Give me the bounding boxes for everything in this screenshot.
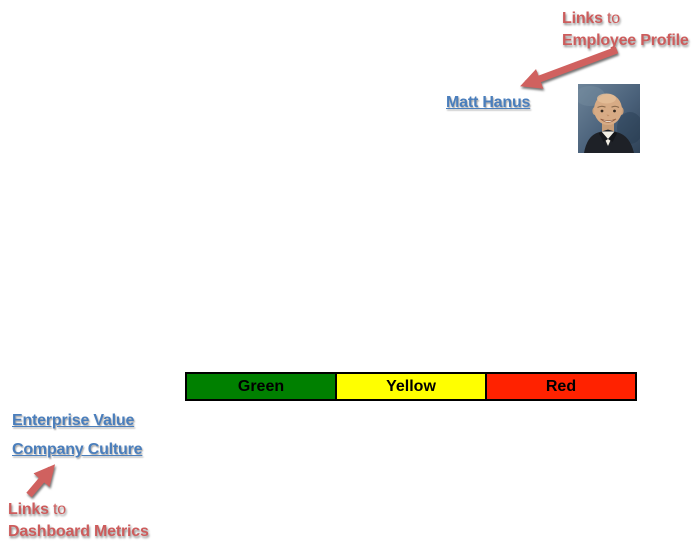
arrow-shaft — [520, 46, 619, 89]
annotation-line: Links to — [562, 8, 689, 30]
employee-profile-link[interactable]: Matt Hanus — [446, 94, 531, 111]
employee-profile-annotation: Links to Employee Profile — [562, 8, 689, 52]
status-cell-yellow: Yellow — [335, 374, 485, 399]
person-figure — [584, 93, 634, 153]
company-culture-link[interactable]: Company Culture — [12, 441, 143, 458]
employee-photo[interactable] — [578, 84, 640, 153]
enterprise-value-link[interactable]: Enterprise Value — [12, 412, 135, 429]
annotation-word-links: Links — [562, 10, 603, 27]
status-cell-green: Green — [187, 374, 335, 399]
status-legend: Green Yellow Red — [185, 372, 637, 401]
annotation-line: Links to — [8, 499, 149, 521]
arrow-down-left-icon — [520, 46, 619, 89]
annotation-word-to: to — [607, 10, 620, 27]
annotation-line: Dashboard Metrics — [8, 523, 149, 540]
status-label-red: Red — [545, 377, 577, 395]
annotation-word-links: Links — [8, 501, 49, 518]
arrow-up-right-icon — [26, 464, 56, 498]
status-label-yellow: Yellow — [386, 377, 436, 395]
status-label-green: Green — [237, 377, 285, 395]
annotation-word-to: to — [53, 501, 66, 518]
annotation-line: Employee Profile — [562, 32, 689, 49]
arrow-shaft — [26, 464, 56, 498]
status-cell-red: Red — [485, 374, 635, 399]
dashboard-metrics-annotation: Links to Dashboard Metrics — [8, 499, 149, 543]
